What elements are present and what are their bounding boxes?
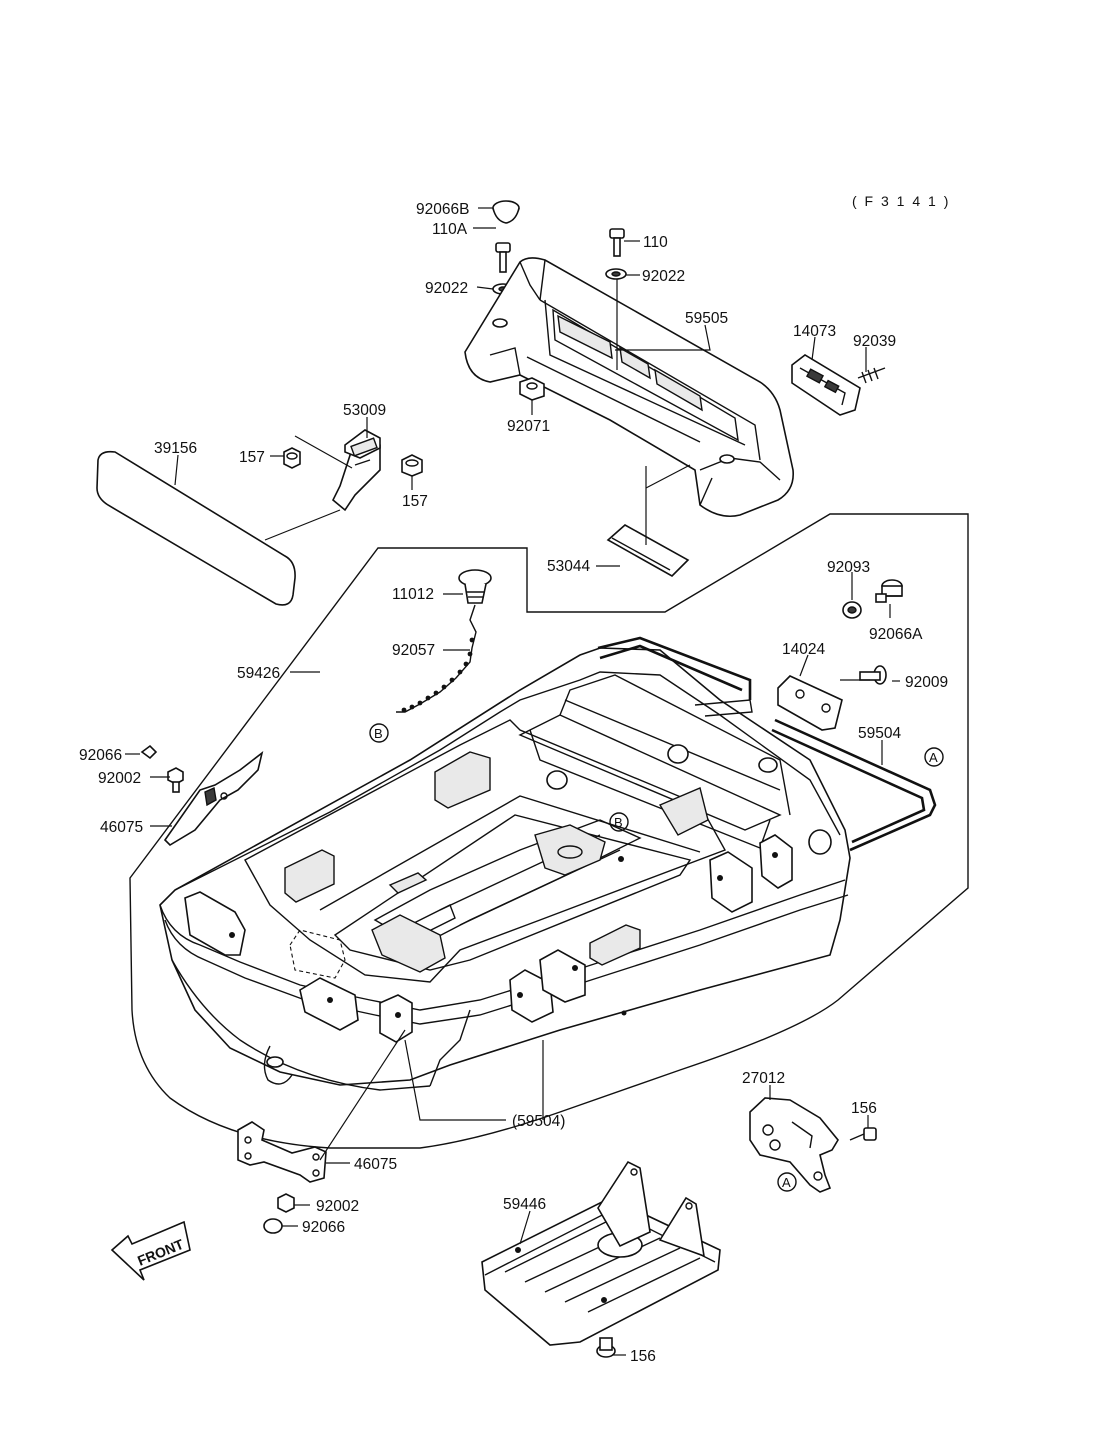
label-59504-paren: (59504)	[512, 1113, 565, 1130]
label-53044: 53044	[547, 558, 590, 575]
top-cap-92066b	[492, 200, 520, 224]
label-59426: 59426	[237, 665, 280, 682]
label-92009: 92009	[905, 674, 948, 691]
leader-lines	[125, 207, 900, 1356]
lanyard-bead	[457, 669, 463, 675]
bolt-92009	[859, 665, 887, 685]
rail-trim-59504	[597, 636, 937, 852]
label-46075-left: 46075	[100, 819, 143, 836]
screw-92039	[857, 367, 886, 384]
washer-92022-right	[605, 268, 627, 280]
label-156-bottom: 156	[630, 1348, 656, 1365]
bracket-46075-bottom	[237, 1121, 327, 1183]
label-39156: 39156	[154, 440, 197, 457]
lanyard-bead	[441, 684, 447, 690]
pad-39156	[96, 450, 296, 606]
label-92002-left: 92002	[98, 770, 141, 787]
label-14073: 14073	[793, 323, 836, 340]
lanyard-bead	[469, 637, 475, 643]
bolt-156-bottom	[596, 1337, 616, 1358]
plug-92066a	[875, 579, 903, 603]
lanyard-bead	[401, 707, 407, 713]
label-92066-bottom: 92066	[302, 1219, 345, 1236]
bolt-156-right	[849, 1127, 877, 1141]
bracket-46075-left	[163, 750, 264, 847]
plate-59446	[481, 1160, 721, 1346]
label-92022-right: 92022	[642, 268, 685, 285]
bolt-110a	[495, 242, 511, 273]
label-92002-bottom: 92002	[316, 1198, 359, 1215]
label-156-right: 156	[851, 1100, 877, 1117]
strap-53044	[606, 524, 690, 577]
ref-mark-b-upper: B	[369, 723, 389, 743]
svg-text:B: B	[374, 726, 383, 741]
lanyard-bead	[433, 690, 439, 696]
label-14024: 14024	[782, 641, 825, 658]
front-arrow: FRONT	[110, 1220, 191, 1281]
lanyard-bead	[463, 661, 469, 667]
label-92039: 92039	[853, 333, 896, 350]
label-59446: 59446	[503, 1196, 546, 1213]
deck-outline-59426	[129, 513, 969, 1149]
part-labels: 92066B 110A 110 92022 92022 59505 14073 …	[79, 201, 948, 1365]
lanyard-bead	[467, 651, 473, 657]
label-110a: 110A	[432, 221, 468, 238]
cap-11012	[458, 569, 492, 604]
label-110: 110	[643, 234, 668, 251]
label-53009: 53009	[343, 402, 386, 419]
plug-92066-bottom	[263, 1218, 283, 1234]
bolt-92002-left	[167, 767, 184, 793]
clip-92066-left	[140, 744, 158, 760]
label-59504: 59504	[858, 725, 901, 742]
svg-text:A: A	[782, 1175, 791, 1190]
label-59505: 59505	[685, 310, 728, 327]
label-157-right: 157	[402, 493, 428, 510]
lanyard-bead	[449, 677, 455, 683]
label-46075-bottom: 46075	[354, 1156, 397, 1173]
washer-92093	[842, 601, 862, 619]
svg-text:B: B	[614, 815, 623, 830]
lanyard-bead	[409, 704, 415, 710]
svg-text:A: A	[929, 750, 938, 765]
label-92022-left: 92022	[425, 280, 468, 297]
lanyard-bead	[425, 695, 431, 701]
label-157-left: 157	[239, 449, 265, 466]
lanyard-bead	[417, 700, 423, 706]
label-92066a: 92066A	[869, 626, 923, 643]
label-27012: 27012	[742, 1070, 785, 1087]
bolt-157-left	[283, 447, 301, 469]
cover-14024	[777, 675, 843, 731]
label-92093: 92093	[827, 559, 870, 576]
bolt-92002-bottom	[277, 1193, 295, 1213]
label-92066-left: 92066	[79, 747, 122, 764]
hull-body	[159, 647, 851, 1091]
cover-14073	[791, 354, 861, 416]
ref-mark-b-lower: B	[609, 812, 629, 832]
label-92071: 92071	[507, 418, 550, 435]
label-92057: 92057	[392, 642, 435, 659]
handle-59505	[464, 257, 795, 518]
diagram-code: ( F 3 1 4 1 )	[852, 193, 950, 209]
label-92066b: 92066B	[416, 201, 469, 218]
bolt-157-right	[401, 454, 423, 477]
bolt-110	[609, 228, 625, 257]
bracket-27012	[749, 1097, 839, 1193]
bracket-53009	[332, 429, 381, 512]
label-11012: 11012	[392, 586, 434, 603]
ref-mark-a-lower: A	[777, 1172, 797, 1192]
ref-mark-a-upper: A	[924, 747, 944, 767]
nut-92071	[519, 377, 545, 401]
lanyard-92057	[396, 604, 477, 713]
